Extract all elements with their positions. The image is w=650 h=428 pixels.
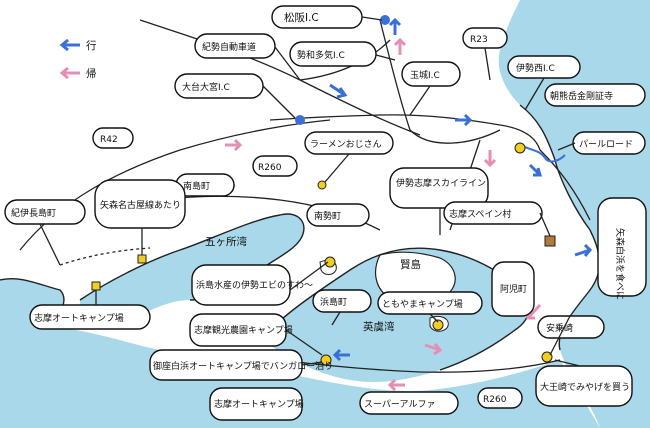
label-daio-saki: 大王崎でみやげを買う [540, 381, 630, 393]
pin-ise-bay [514, 142, 526, 154]
interchange-matsusaka [380, 15, 390, 25]
return-arrow [225, 138, 243, 152]
outbound-arrow [528, 163, 542, 177]
outbound-arrow [455, 113, 473, 127]
return-arrow [424, 343, 443, 356]
pin-tomoyama [432, 319, 444, 331]
return-arrow [393, 37, 407, 55]
road-r23 [379, 19, 501, 144]
legend-return-arrow [59, 66, 80, 80]
label-r260-top: R260 [258, 163, 282, 173]
road-inland [269, 114, 541, 151]
pin-ramen [317, 180, 327, 190]
sea-ise-bay [498, 0, 650, 428]
legend: 行 帰 [59, 38, 97, 80]
pin-hoshi [137, 254, 147, 264]
road-dashed-west [59, 247, 151, 266]
label-sakisima-auto-camp: 志摩オートキャンプ場 [34, 312, 124, 324]
outbound-arrow [388, 17, 402, 35]
label-kisei-expressway: 紀勢自動車道 [202, 41, 256, 53]
return-arrow [387, 378, 405, 392]
road-pearl [539, 149, 591, 221]
label-tamaki-ic: 玉城I.C [410, 70, 440, 81]
pin-spain-mura [544, 235, 556, 247]
label-shima-spain-mura: 志摩スペイン村 [449, 208, 511, 220]
label-ajiro: 安乗崎 [546, 322, 573, 334]
label-r23: R23 [470, 35, 488, 45]
interchange-ise [519, 144, 566, 163]
label-tomoyama-camp: ともやまキャンプ場 [382, 298, 463, 310]
legend-return-label: 帰 [86, 67, 97, 80]
label-hoshi-no-miharashi: 矢森名古屋線あたり [100, 199, 181, 211]
label-nansei-cho: 南勢町 [314, 210, 341, 222]
label-ise-shima-skyline: 伊勢志摩スカイライン [396, 177, 486, 189]
legend-outbound-label: 行 [86, 39, 97, 52]
outbound-arrow [329, 83, 348, 99]
leader-lines [39, 16, 581, 367]
label-asakuma: 朝熊岳金剛証寺 [550, 90, 613, 102]
label-hamajima-ise-ebi: 浜島水産の伊勢エビのすわ〜 [196, 279, 313, 291]
pin-hamajima [324, 256, 336, 268]
label-r42: R42 [100, 135, 118, 145]
label-matsusaka-ic: 松阪I.C [284, 11, 319, 24]
label-kashikojima: 賢島 [400, 258, 421, 271]
place-labels: 松阪I.C 紀勢自動車道 勢和多気I.C 大台大宮I.C 玉城I.C R23 伊… [4, 5, 647, 421]
legend-outbound-arrow [59, 38, 80, 52]
label-kiise-cho: 紀伊長島町 [11, 207, 56, 219]
return-arrow [483, 150, 497, 168]
outbound-arrow [332, 348, 350, 362]
label-shima-auto-camp: 志摩オートキャンプ場 [214, 398, 304, 410]
label-ago-cho: 阿児町 [500, 284, 527, 295]
pin-goza [320, 354, 332, 366]
pins [91, 142, 553, 366]
pin-ajiro [541, 351, 553, 363]
sea-gokasho-bay [80, 214, 304, 328]
sea-ago-bay [270, 248, 530, 382]
label-shima-tourist-farm: 志摩観光農園キャンプ場 [194, 324, 293, 336]
label-ago-wan: 英虞湾 [363, 320, 395, 333]
label-ramen: ラーメンおじさん [310, 139, 382, 150]
interchange-tamaki [295, 115, 305, 125]
label-super-alpha: スーパーアルファ [364, 399, 435, 410]
label-r260-bottom: R260 [483, 395, 507, 405]
outbound-arrow [574, 243, 593, 257]
label-ise-nishi-ic: 伊勢西I.C [516, 62, 555, 74]
label-taikido-omiya-ic: 大台大宮I.C [182, 81, 230, 93]
label-seiwa-taki-ic: 勢和多気I.C [297, 49, 345, 61]
label-hamajima-cho: 浜島町 [320, 296, 347, 308]
label-shima-spain-mura-2: 矢森白浜を食べに [614, 228, 626, 300]
label-gokasho-wan: 五ヶ所湾 [205, 235, 247, 248]
label-pearl-road: パールロード [579, 139, 633, 150]
pin-kiise [91, 281, 101, 291]
interchange-marks [295, 15, 566, 247]
label-goza-auto-camp: 御座白浜オートキャンプ場でバンガロー泊り [153, 360, 333, 372]
label-nanto-cho: 南島町 [183, 180, 210, 192]
road-south-coast [279, 359, 561, 373]
